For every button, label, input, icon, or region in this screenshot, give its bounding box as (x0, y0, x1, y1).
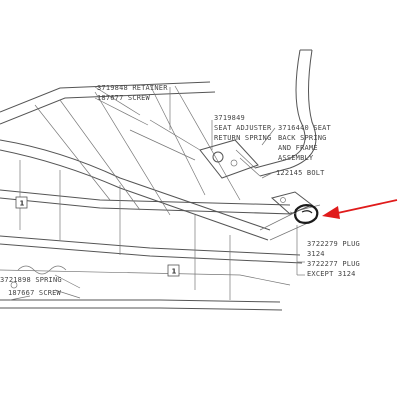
label-back-line1: BACK SPRING (278, 134, 327, 142)
label-plug2-part: 3722277 PLUG (307, 260, 360, 268)
label-screw-bottom: 187667 SCREW (8, 289, 62, 297)
red-pointer-arrow-icon (322, 199, 398, 219)
label-bolt: 122145 BOLT (276, 169, 325, 177)
callout-1-bottom: 1 (172, 268, 177, 276)
label-adjuster-spring: RETURN SPRING (214, 134, 271, 142)
label-spring-bottom: 3721898 SPRING (0, 276, 62, 284)
label-plug1-part: 3722279 PLUG (307, 240, 360, 248)
seat-adjuster-mechanism (129, 119, 259, 179)
lower-spring-assembly (9, 265, 67, 301)
callout-box-bottom: 1 (167, 264, 180, 277)
label-adjuster-name: SEAT ADJUSTER (214, 124, 272, 132)
label-plug2-model: EXCEPT 3124 (307, 270, 356, 278)
label-back-line2: AND FRAME (278, 144, 318, 152)
label-back-part: 3716440 SEAT (278, 124, 332, 132)
label-retainer: 3719848 RETAINER (97, 84, 168, 92)
label-plug1-model: 3124 (307, 250, 325, 258)
plug-part-highlight (289, 204, 319, 224)
leader-lines (54, 86, 305, 299)
seat-frame-rails (0, 81, 321, 311)
callout-box-left: 1 (15, 196, 28, 209)
label-adjuster-part: 3719849 (214, 114, 245, 122)
seat-back-frame (235, 49, 317, 177)
label-back-line3: ASSEMBLY (278, 154, 314, 162)
callout-1-left: 1 (20, 200, 25, 208)
label-screw-top: 187677 SCREW (97, 94, 151, 102)
